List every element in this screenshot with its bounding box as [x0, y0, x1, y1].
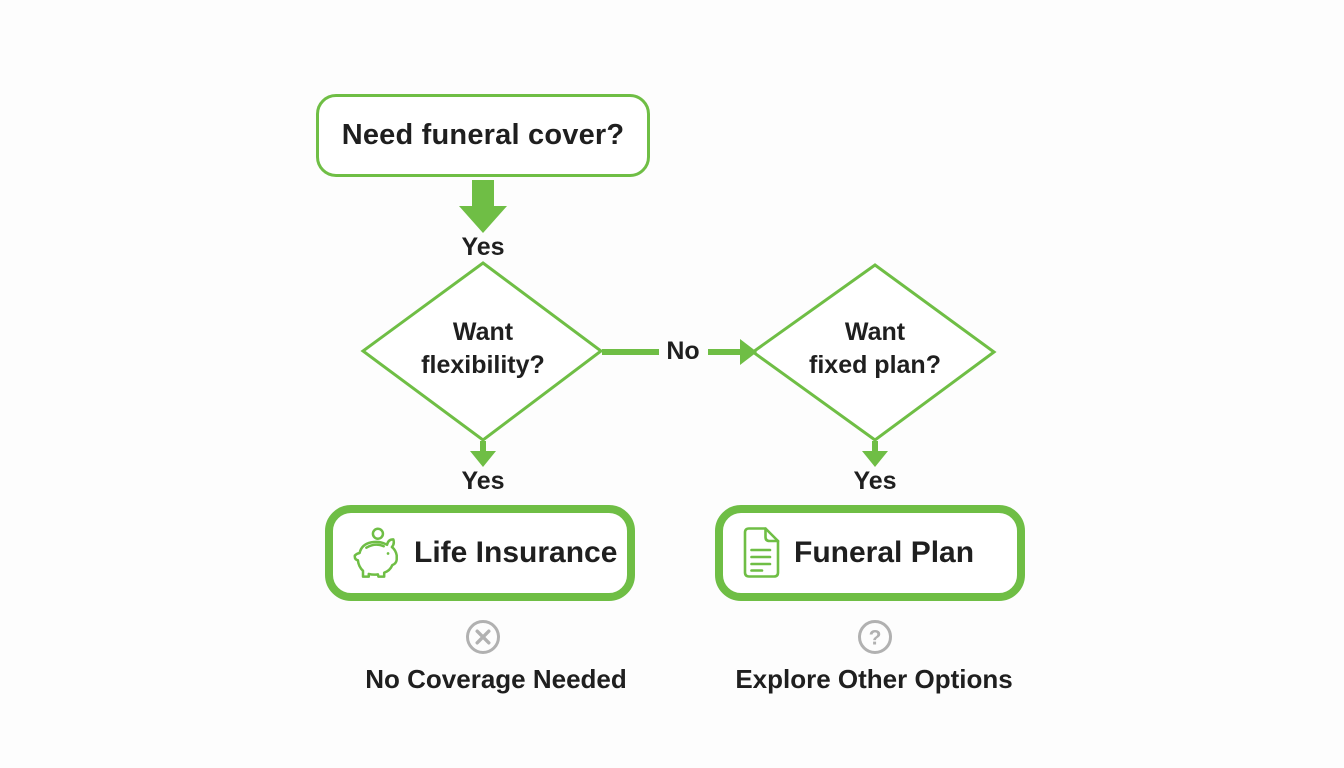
explore-options-label: Explore Other Options	[735, 664, 1013, 694]
arrow-down-start	[459, 180, 507, 233]
x-circle-icon	[466, 620, 500, 654]
decision-flexibility-shape	[360, 261, 604, 442]
decision-fixed-plan-line1: Want	[844, 318, 906, 346]
arrow-no-connector	[602, 339, 757, 365]
edge-label-yes-left: Yes	[461, 467, 505, 495]
start-node-label: Need funeral cover?	[341, 119, 625, 151]
start-node: Need funeral cover?	[316, 94, 650, 177]
arrow-down-fixed-plan	[862, 441, 888, 467]
edge-label-yes-top: Yes	[461, 233, 505, 261]
edge-label-yes-right: Yes	[853, 467, 897, 495]
edge-label-no: No	[666, 337, 700, 365]
decision-flexibility-label: Want flexibility?	[363, 316, 603, 382]
outcome-life-insurance-label: Life Insurance	[414, 536, 618, 569]
decision-fixed-plan-label: Want fixed plan?	[755, 316, 995, 382]
question-glyph: ?	[869, 627, 882, 650]
document-icon	[743, 527, 780, 578]
no-coverage-label: No Coverage Needed	[365, 664, 627, 694]
outcome-funeral-plan-label: Funeral Plan	[794, 536, 975, 569]
outcome-funeral-plan: Funeral Plan	[715, 505, 1025, 601]
arrow-down-flexibility	[470, 441, 496, 467]
outcome-life-insurance: Life Insurance	[325, 505, 635, 601]
decision-flexibility-line1: Want	[452, 318, 514, 346]
question-circle-icon: ?	[858, 620, 892, 654]
piggy-bank-icon	[353, 527, 398, 578]
decision-fixed-plan-shape	[750, 263, 997, 442]
decision-fixed-plan-line2: fixed plan?	[809, 351, 941, 379]
decision-flexibility-line2: flexibility?	[421, 351, 545, 379]
